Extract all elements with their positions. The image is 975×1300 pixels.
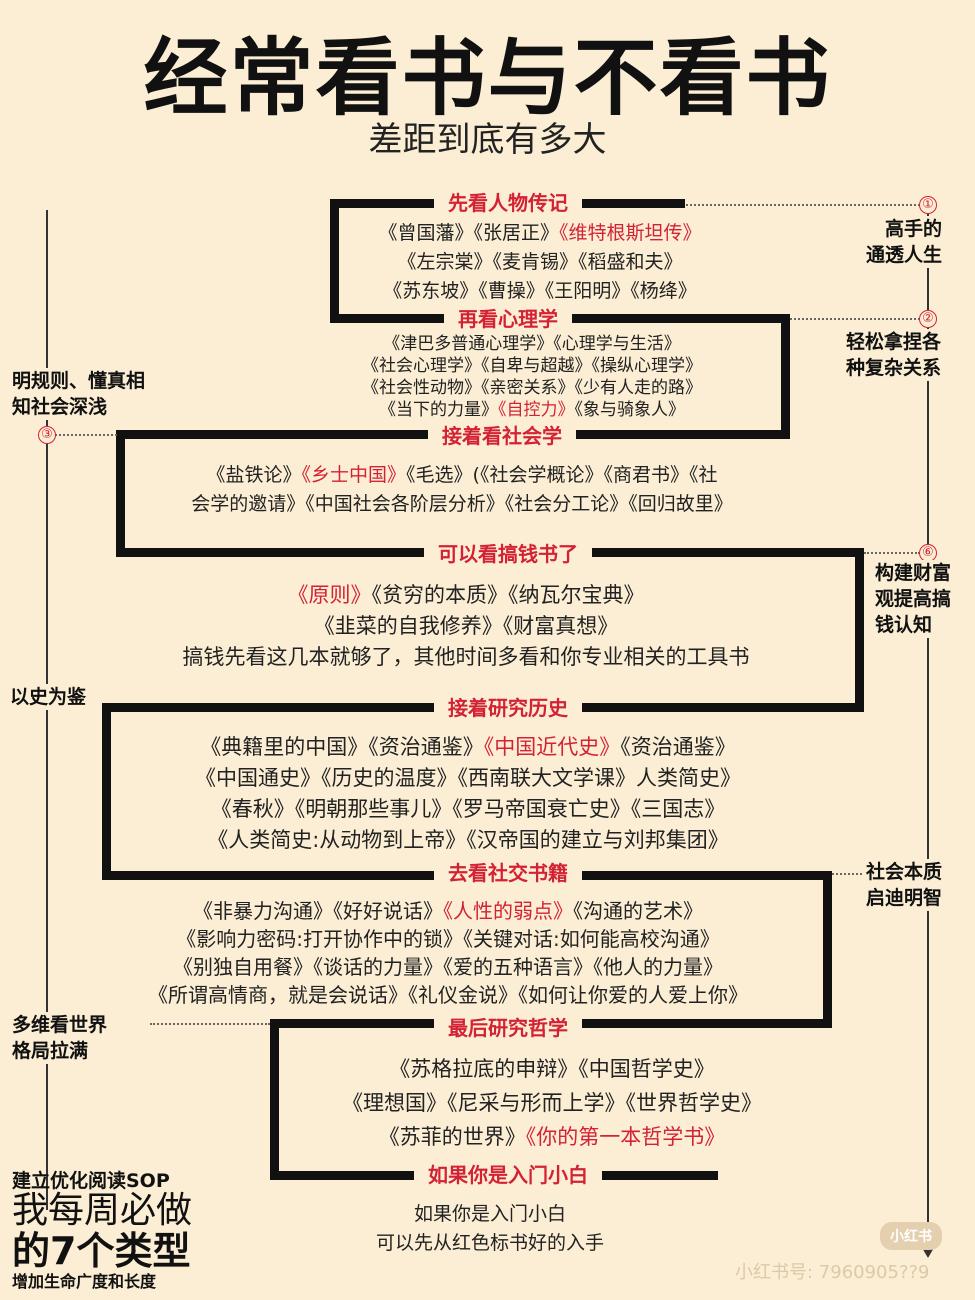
branding: 建立优化阅读SOP 我每周必做 的7个类型 增加生命广度和长度 — [12, 1170, 192, 1292]
book-line: 《非暴力沟通》《好好说话》《人性的弱点》《沟通的艺术》 — [148, 897, 748, 925]
watermark-text: 小红书号: 7960905??9 — [735, 1262, 930, 1283]
book-text: 《春秋》《明朝那些事儿》《罗马帝国衰亡史》《三国志》 — [210, 797, 726, 821]
book-line: 《中国通史》《历史的温度》《西南联大文学课》人类简史》 — [195, 763, 741, 794]
section-header: 接着看社会学 — [428, 423, 576, 449]
book-line: 《津巴多普通心理学》《心理学与生活》 — [362, 333, 702, 355]
book-text: 《韭菜的自我修养》《财富真想》 — [313, 614, 619, 638]
book-text: 会学的邀请》《中国社会各阶层分析》《社会分工论》《回归故里》 — [191, 493, 733, 515]
book-line: 《影响力密码:打开协作中的锁》《关键对话:如何能高校沟通》 — [148, 925, 748, 953]
marker-2: ② — [919, 310, 937, 328]
book-text: 《理想国》《尼采与形而上学》《世界哲学史》 — [342, 1091, 762, 1115]
book-text: 《人类简史:从动物到上帝》《汉帝国的建立与刘邦集团》 — [207, 828, 729, 852]
section-header: 去看社交书籍 — [434, 860, 582, 886]
section-books: 《盐铁论》《乡士中国》《毛选》(《社会学概论》《商君书》《社会学的邀请》《中国社… — [191, 461, 733, 519]
page-title: 经常看书与不看书 — [143, 29, 832, 127]
recommended-book: 《中国近代史》 — [483, 735, 621, 759]
recommended-book: 《你的第一本哲学书》 — [525, 1125, 726, 1149]
book-text: 《象与骑象人》 — [574, 400, 686, 420]
book-line: 《所谓高情商，就是会说话》《礼仪金说》《如何让你爱的人爱上你》 — [148, 981, 748, 1009]
book-line: 如果你是入门小白 — [376, 1200, 604, 1229]
book-line: 《盐铁论》《乡士中国》《毛选》(《社会学概论》《商君书》《社 — [191, 461, 733, 490]
book-line: 《苏格拉底的申辩》《中国哲学史》 — [342, 1052, 762, 1086]
book-text: 《社会性动物》《亲密关系》《少有人走的路》 — [362, 378, 702, 398]
book-line: 可以先从红色标书好的入手 — [376, 1229, 604, 1258]
book-line: 《春秋》《明朝那些事儿》《罗马帝国衰亡史》《三国志》 — [195, 794, 741, 825]
marker-3: ③ — [38, 426, 56, 444]
recommended-book: 《人性的弱点》 — [443, 899, 573, 923]
section-header: 接着研究历史 — [434, 695, 582, 721]
book-line: 会学的邀请》《中国社会各阶层分析》《社会分工论》《回归故里》 — [191, 490, 733, 519]
book-text: 《当下的力量》 — [379, 400, 498, 420]
book-text: 搞钱先看这几本就够了，其他时间多看和你专业相关的工具书 — [182, 645, 750, 669]
section-books: 如果你是入门小白可以先从红色标书好的入手 — [376, 1200, 604, 1258]
branding-line-3: 的7个类型 — [12, 1229, 191, 1273]
branding-line-1: 建立优化阅读SOP — [12, 1170, 170, 1192]
side-label-6: 社会本质 启迪明智 — [866, 859, 943, 911]
book-text: 《贫穷的本质》《纳瓦尔宝典》 — [371, 583, 645, 607]
book-line: 《苏菲的世界》《你的第一本哲学书》 — [342, 1120, 762, 1154]
section-books: 《曾国藩》《张居正》《维特根斯坦传》《左宗棠》《麦肯锡》《稻盛和夫》《苏东坡》《… — [378, 219, 701, 306]
section-header: 可以看搞钱书了 — [424, 541, 592, 567]
section-books: 《典籍里的中国》《资治通鉴》《中国近代史》《资治通鉴》《中国通史》《历史的温度》… — [195, 732, 741, 856]
book-line: 《原则》《贫穷的本质》《纳瓦尔宝典》 — [183, 580, 750, 611]
section-header: 最后研究哲学 — [434, 1015, 582, 1041]
book-text: 《影响力密码:打开协作中的锁》《关键对话:如何能高校沟通》 — [176, 927, 720, 951]
side-label-1: 高手的 通透人生 — [866, 216, 943, 268]
book-text: 《沟通的艺术》 — [573, 899, 703, 923]
book-line: 《韭菜的自我修养》《财富真想》 — [183, 611, 750, 642]
left-guide-line — [46, 210, 48, 1210]
book-text: 可以先从红色标书好的入手 — [375, 1232, 605, 1254]
book-text: 如果你是入门小白 — [413, 1203, 567, 1225]
side-label-4: 构建财富 观提高搞 钱认知 — [875, 560, 952, 638]
book-line: 《典籍里的中国》《资治通鉴》《中国近代史》《资治通鉴》 — [195, 732, 741, 763]
book-line: 《左宗棠》《麦肯锡》《稻盛和夫》 — [378, 248, 701, 277]
book-text: 《曾国藩》《张居正》 — [378, 222, 559, 244]
book-line: 《曾国藩》《张居正》《维特根斯坦传》 — [378, 219, 701, 248]
recommended-book: 《自控力》 — [498, 400, 575, 420]
book-line: 《当下的力量》《自控力》《象与骑象人》 — [362, 399, 702, 421]
book-line: 《别独自用餐》《谈话的力量》《爱的五种语言》《他人的力量》 — [148, 953, 748, 981]
page-subtitle: 差距到底有多大 — [368, 120, 607, 160]
book-text: 《津巴多普通心理学》《心理学与生活》 — [383, 334, 681, 354]
book-text: 《盐铁论》 — [206, 464, 302, 486]
book-text: 《典籍里的中国》《资治通鉴》 — [200, 735, 484, 759]
book-line: 《苏东坡》《曹操》《王阳明》《杨绛》 — [378, 277, 701, 306]
book-text: 《苏菲的世界》 — [378, 1125, 526, 1149]
recommended-book: 《维特根斯坦传》 — [559, 222, 702, 244]
recommended-book: 《原则》 — [287, 583, 372, 607]
marker-1: ① — [919, 196, 937, 214]
branding-line-4: 增加生命广度和长度 — [12, 1272, 157, 1291]
right-guide-line — [927, 210, 929, 1250]
side-label-2: 轻松拿捏各 种复杂关系 — [846, 329, 942, 381]
section-books: 《苏格拉底的申辩》《中国哲学史》《理想国》《尼采与形而上学》《世界哲学史》《苏菲… — [342, 1052, 762, 1154]
book-text: 《左宗棠》《麦肯锡》《稻盛和夫》 — [397, 251, 683, 273]
book-text: 《社会心理学》《自卑与超越》《操纵心理学》 — [362, 356, 702, 376]
book-line: 《人类简史:从动物到上帝》《汉帝国的建立与刘邦集团》 — [195, 825, 741, 856]
section-header: 如果你是入门小白 — [414, 1162, 602, 1188]
book-text: 《非暴力沟通》《好好说话》 — [193, 899, 443, 923]
book-line: 搞钱先看这几本就够了，其他时间多看和你专业相关的工具书 — [183, 642, 750, 673]
side-label-3: 明规则、懂真相 知社会深浅 — [12, 368, 146, 420]
book-text: 《别独自用餐》《谈话的力量》《爱的五种语言》《他人的力量》 — [173, 955, 723, 979]
book-line: 《理想国》《尼采与形而上学》《世界哲学史》 — [342, 1086, 762, 1120]
book-text: 《资治通鉴》 — [620, 735, 736, 759]
side-label-5: 以史为鉴 — [10, 684, 87, 710]
book-text: 《苏东坡》《曹操》《王阳明》《杨绛》 — [383, 280, 697, 302]
book-text: 《苏格拉底的申辩》《中国哲学史》 — [389, 1057, 715, 1081]
section-header: 再看心理学 — [444, 306, 572, 332]
section-header: 先看人物传记 — [434, 190, 582, 216]
branding-line-2: 我每周必做 — [12, 1190, 193, 1231]
section-books: 《津巴多普通心理学》《心理学与生活》《社会心理学》《自卑与超越》《操纵心理学》《… — [362, 333, 702, 421]
book-line: 《社会心理学》《自卑与超越》《操纵心理学》 — [362, 355, 702, 377]
book-line: 《社会性动物》《亲密关系》《少有人走的路》 — [362, 377, 702, 399]
book-text: 《所谓高情商，就是会说话》《礼仪金说》《如何让你爱的人爱上你》 — [148, 983, 748, 1007]
watermark-badge: 小红书 — [880, 1222, 942, 1250]
section-books: 《原则》《贫穷的本质》《纳瓦尔宝典》《韭菜的自我修养》《财富真想》搞钱先看这几本… — [183, 580, 750, 673]
side-label-7: 多维看世界 格局拉满 — [12, 1012, 108, 1064]
book-text: 《中国通史》《历史的温度》《西南联大文学课》人类简史》 — [195, 766, 741, 790]
recommended-book: 《乡士中国》 — [301, 464, 407, 486]
book-text: 《毛选》(《社会学概论》《商君书》《社 — [406, 464, 718, 486]
section-books: 《非暴力沟通》《好好说话》《人性的弱点》《沟通的艺术》《影响力密码:打开协作中的… — [148, 897, 748, 1009]
